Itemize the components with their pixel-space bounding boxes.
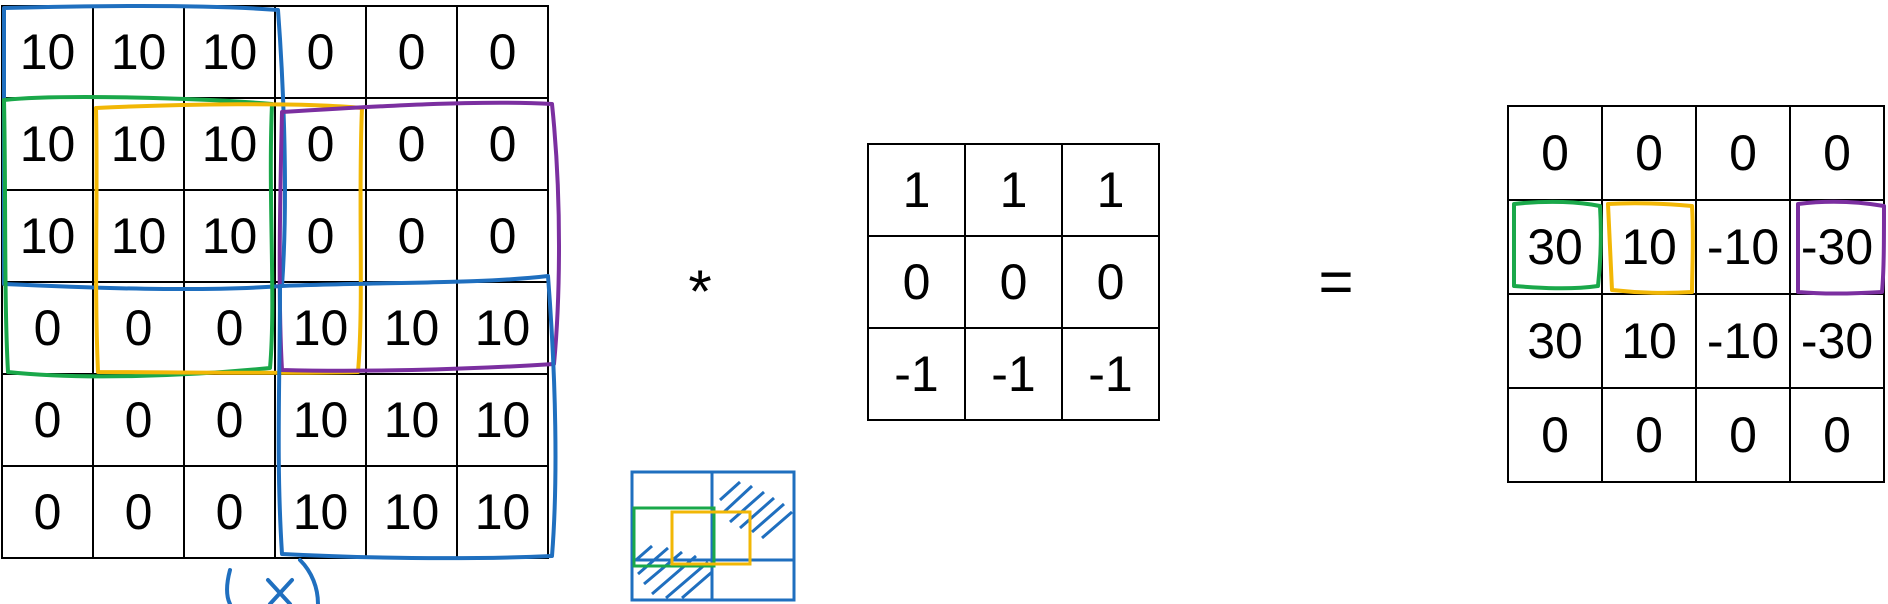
- output-highlights: [1512, 199, 1886, 296]
- filter-value: 0: [903, 254, 931, 310]
- input-value: 0: [398, 116, 426, 172]
- input-value: 0: [34, 392, 62, 448]
- input-value: 0: [307, 116, 335, 172]
- filter-value: 0: [1000, 254, 1028, 310]
- hatched-sketch: [630, 470, 796, 602]
- output-value: 0: [1823, 407, 1851, 463]
- input-value: 10: [111, 24, 167, 80]
- filter-value: 0: [1097, 254, 1125, 310]
- filter-value: 1: [1097, 162, 1125, 218]
- input-value: 0: [216, 300, 244, 356]
- input-value: 0: [489, 116, 517, 172]
- input-value: 10: [293, 484, 349, 540]
- blue-bottom-right-box: [276, 274, 558, 561]
- filter-value: 1: [1000, 162, 1028, 218]
- output-value: -30: [1801, 219, 1873, 275]
- input-value: 0: [398, 208, 426, 264]
- input-value: 0: [125, 392, 153, 448]
- input-value: 10: [384, 300, 440, 356]
- input-value: 10: [20, 116, 76, 172]
- output-green-box: [1512, 199, 1603, 291]
- input-value: 0: [489, 24, 517, 80]
- output-matrix: 0 0 0 0 30 10 -10 -30 30 10 -10 -30 0 0 0 0: [1507, 105, 1885, 483]
- input-value: 0: [34, 484, 62, 540]
- output-value: 30: [1527, 219, 1583, 275]
- sketch-hatching: [635, 480, 793, 600]
- input-value: 10: [475, 392, 531, 448]
- input-value: 0: [34, 300, 62, 356]
- blue-top-left-box: [2, 4, 287, 292]
- sketch-yellow-box: [670, 510, 752, 566]
- input-value: 0: [125, 484, 153, 540]
- output-value: 0: [1729, 125, 1757, 181]
- green-box: [2, 95, 275, 379]
- output-value: 30: [1527, 313, 1583, 369]
- input-value: 0: [125, 300, 153, 356]
- output-value: 10: [1621, 313, 1677, 369]
- input-value: 10: [202, 24, 258, 80]
- sketch-green-box: [632, 506, 716, 568]
- output-value: 0: [1635, 407, 1663, 463]
- output-value: 0: [1823, 125, 1851, 181]
- output-value: 0: [1541, 125, 1569, 181]
- input-highlights: [2, 4, 561, 604]
- input-value: 10: [20, 24, 76, 80]
- output-value: -30: [1801, 313, 1873, 369]
- input-value: 10: [293, 300, 349, 356]
- input-value: 0: [398, 24, 426, 80]
- blue-tail-mark: [225, 558, 320, 604]
- input-value: 10: [475, 300, 531, 356]
- input-value: 0: [489, 208, 517, 264]
- filter-cell: [1061, 327, 1160, 421]
- convolution-operator: *: [688, 258, 711, 325]
- output-purple-box: [1796, 199, 1886, 296]
- filter-matrix: 1 1 1 0 0 0 -1 -1 -1: [867, 143, 1160, 421]
- output-value: 0: [1635, 125, 1663, 181]
- output-value: 0: [1729, 407, 1757, 463]
- input-value: 10: [384, 484, 440, 540]
- input-value: 10: [202, 116, 258, 172]
- input-value: 10: [202, 208, 258, 264]
- input-value: 0: [216, 392, 244, 448]
- output-yellow-box: [1606, 201, 1695, 295]
- output-value: 10: [1621, 219, 1677, 275]
- input-value: 0: [307, 24, 335, 80]
- filter-value: -1: [1088, 346, 1132, 402]
- output-value: 0: [1541, 407, 1569, 463]
- input-value: 10: [475, 484, 531, 540]
- input-value: 10: [20, 208, 76, 264]
- output-value: -10: [1707, 313, 1779, 369]
- output-value: -10: [1707, 219, 1779, 275]
- equals-operator: =: [1318, 248, 1353, 315]
- input-value: 10: [111, 116, 167, 172]
- filter-value: -1: [894, 346, 938, 402]
- input-value: 0: [216, 484, 244, 540]
- output-cell: [1789, 387, 1885, 483]
- input-value: 10: [111, 208, 167, 264]
- input-value: 10: [384, 392, 440, 448]
- filter-value: 1: [903, 162, 931, 218]
- input-value: 10: [293, 392, 349, 448]
- filter-value: -1: [991, 346, 1035, 402]
- input-value: 0: [307, 208, 335, 264]
